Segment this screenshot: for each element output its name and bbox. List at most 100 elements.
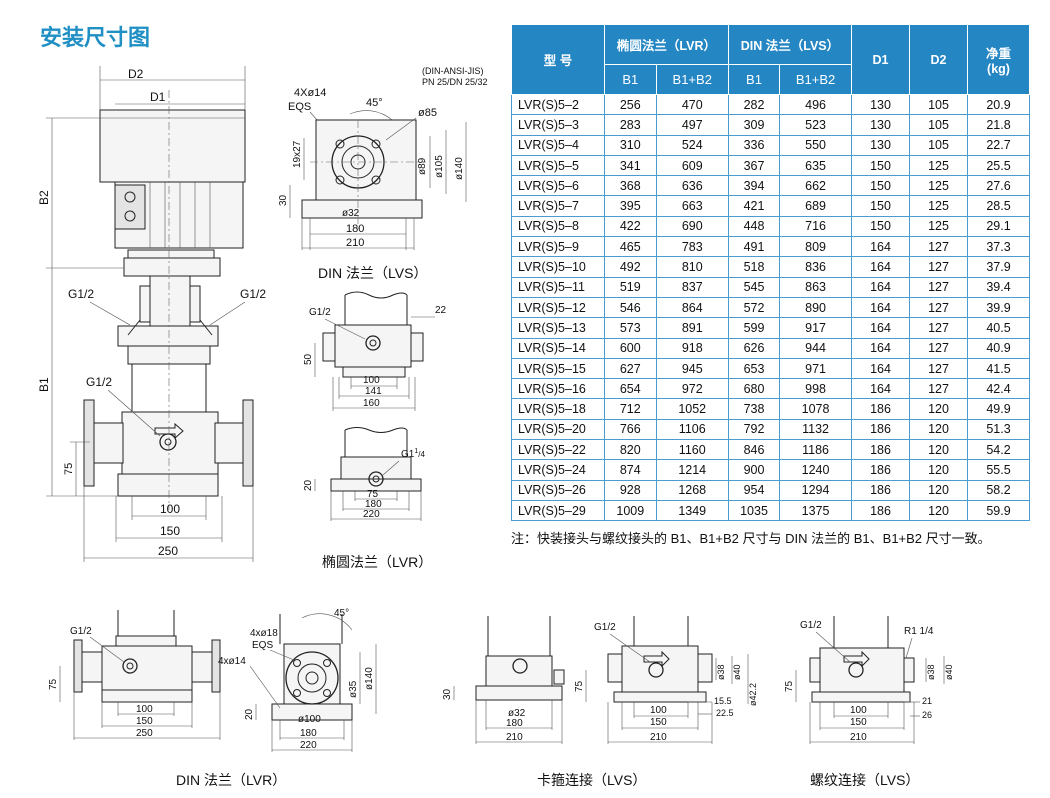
- hole-4x14-label: 4Xø14: [294, 87, 326, 99]
- cell-model: LVR(S)5–10: [511, 256, 605, 278]
- cell-d1: 150: [851, 175, 910, 197]
- hole-4x18-label: 4xø18: [250, 628, 278, 639]
- cell-oval-b1b2: 690: [655, 215, 729, 238]
- cell-model: LVR(S)5–13: [511, 317, 605, 339]
- clamp-port-label: G1/2: [594, 622, 616, 633]
- cell-d2: 120: [909, 499, 968, 522]
- dim-150-clamp-label: 150: [650, 717, 667, 728]
- cell-d1: 164: [851, 357, 910, 380]
- cell-oval-b1: 519: [604, 276, 657, 298]
- dim-30-label: 30: [278, 194, 289, 206]
- cell-din-b1: 282: [727, 93, 781, 116]
- cell-d1: 186: [851, 398, 910, 420]
- dim-220-din-lvr-label: 220: [300, 740, 317, 751]
- cell-weight: 37.3: [967, 236, 1030, 258]
- cell-d2: 125: [909, 175, 968, 197]
- cell-din-b1: 1035: [727, 499, 781, 522]
- cell-model: LVR(S)5–7: [511, 195, 605, 217]
- col-din-b1b2-header: B1+B2: [779, 64, 852, 95]
- standard-note-line2: PN 25/DN 25/32: [422, 77, 488, 87]
- cell-d1: 150: [851, 195, 910, 217]
- din-lvr-port-label: G1/2: [70, 626, 92, 637]
- cell-model: LVR(S)5–16: [511, 378, 605, 400]
- col-din-b1-header: B1: [727, 64, 781, 95]
- cell-din-b1: 394: [727, 175, 781, 197]
- cell-oval-b1b2: 810: [655, 256, 729, 278]
- dim-180-din-lvr-label: 180: [300, 728, 317, 739]
- dim-180-label: 180: [346, 223, 364, 235]
- cell-weight: 51.3: [967, 418, 1030, 441]
- col-oval-b1b2-header: B1+B2: [655, 64, 729, 95]
- cell-din-b1: 421: [727, 195, 781, 217]
- dim-210-clamp-side-label: 210: [650, 732, 667, 743]
- cell-din-b1: 545: [727, 276, 781, 298]
- cell-din-b1b2: 1132: [779, 418, 852, 441]
- cell-oval-b1: 492: [604, 256, 657, 278]
- cell-din-b1b2: 662: [779, 175, 852, 197]
- oval-flange-lvr-drawing: G1/2 22 50 100 141 160 G11/4 20 75 180 2…: [303, 291, 447, 521]
- dim-150-label: 150: [160, 524, 180, 538]
- dim-o40-thread-label: ø40: [944, 664, 954, 680]
- cell-oval-b1: 573: [604, 317, 657, 339]
- dim-o35-label: ø35: [348, 680, 359, 698]
- dim-180-clamp-label: 180: [506, 718, 523, 729]
- angle-45-din-lvr-label: 45°: [334, 608, 349, 619]
- cell-weight: 58.2: [967, 479, 1030, 501]
- cell-oval-b1: 1009: [604, 499, 657, 522]
- cell-model: LVR(S)5–15: [511, 357, 605, 380]
- cell-d2: 127: [909, 236, 968, 258]
- dim-d2-label: D2: [128, 67, 144, 81]
- cell-model: LVR(S)5–5: [511, 154, 605, 177]
- cell-weight: 42.4: [967, 378, 1030, 400]
- cell-weight: 20.9: [967, 93, 1030, 116]
- weight-header-unit: (kg): [987, 62, 1010, 76]
- col-model-header: 型 号: [511, 24, 605, 95]
- page-title: 安装尺寸图: [40, 25, 151, 50]
- cell-d2: 120: [909, 459, 968, 481]
- col-d1-header: D1: [851, 24, 910, 95]
- cell-d2: 127: [909, 337, 968, 359]
- cell-din-b1: 792: [727, 418, 781, 441]
- hole-4x14-din-lvr-label: 4xø14: [218, 656, 246, 667]
- cell-d2: 125: [909, 154, 968, 177]
- cell-d1: 164: [851, 337, 910, 359]
- cell-model: LVR(S)5–24: [511, 459, 605, 481]
- cell-oval-b1: 600: [604, 337, 657, 359]
- cell-d1: 186: [851, 459, 910, 481]
- drain-port-label: G1/2: [86, 375, 112, 389]
- dim-141-label: 141: [365, 386, 382, 397]
- cell-weight: 21.8: [967, 114, 1030, 136]
- cell-oval-b1: 465: [604, 236, 657, 258]
- cell-weight: 59.9: [967, 499, 1030, 522]
- cell-model: LVR(S)5–18: [511, 398, 605, 420]
- dim-o32-label: ø32: [342, 208, 360, 219]
- dim-75-oval-label: 75: [367, 489, 379, 500]
- cell-din-b1b2: 496: [779, 93, 852, 116]
- cell-oval-b1b2: 497: [655, 114, 729, 136]
- cell-oval-b1b2: 663: [655, 195, 729, 217]
- cell-din-b1b2: 890: [779, 296, 852, 319]
- dim-o100-label: ø100: [298, 714, 321, 725]
- cell-din-b1: 518: [727, 256, 781, 278]
- cell-model: LVR(S)5–8: [511, 215, 605, 238]
- cell-din-b1b2: 1375: [779, 499, 852, 522]
- cell-oval-b1: 766: [604, 418, 657, 441]
- thread-connection-lvs-drawing: G1/2 R1 1/4 ø38 ø40 75 21 26 100 150 210: [784, 616, 954, 744]
- cell-d1: 186: [851, 439, 910, 461]
- cell-d2: 120: [909, 398, 968, 420]
- dim-75-clamp-label: 75: [574, 680, 585, 692]
- cell-oval-b1: 310: [604, 134, 657, 156]
- dim-100-clamp-label: 100: [650, 705, 667, 716]
- cell-model: LVR(S)5–26: [511, 479, 605, 501]
- cell-model: LVR(S)5–11: [511, 276, 605, 298]
- dim-150-din-lvr-label: 150: [136, 716, 153, 727]
